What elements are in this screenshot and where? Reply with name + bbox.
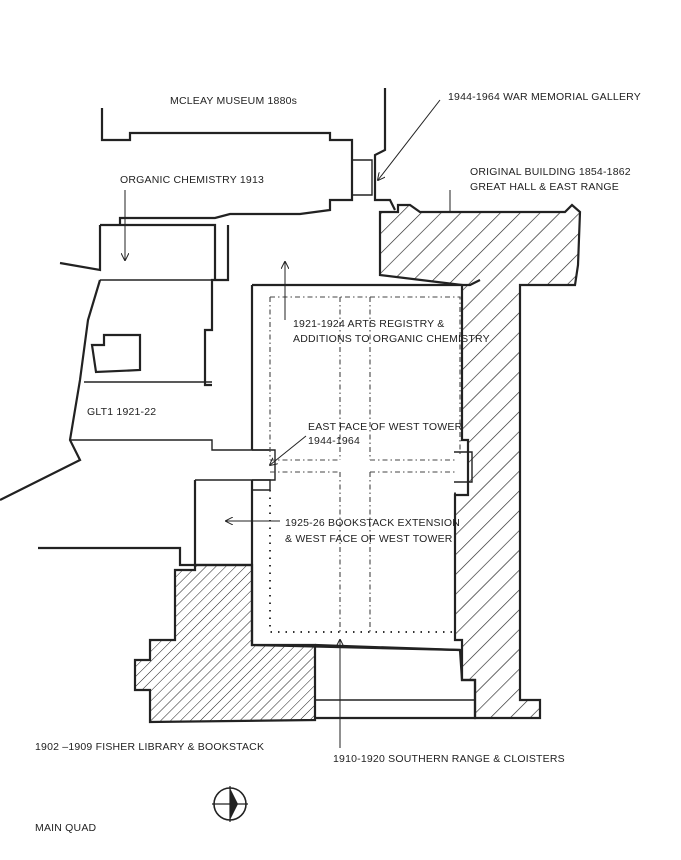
label-original-building-line2: GREAT HALL & EAST RANGE: [470, 181, 619, 193]
leader-arrows: [125, 99, 451, 748]
label-mcleay-museum: MCLEAY MUSEUM 1880s: [170, 95, 297, 107]
label-east-face-line1: EAST FACE OF WEST TOWER: [308, 421, 463, 433]
label-main-quad: MAIN QUAD: [35, 822, 97, 834]
label-southern-range: 1910-1920 SOUTHERN RANGE & CLOISTERS: [333, 753, 565, 765]
organic-chemistry-outline: [0, 223, 270, 501]
east-face-leader-arrow: [270, 435, 307, 465]
label-arts-registry-line1: 1921-1924 ARTS REGISTRY &: [293, 318, 445, 330]
label-original-building-line1: ORIGINAL BUILDING 1854-1862: [470, 166, 631, 178]
label-organic-chemistry: ORGANIC CHEMISTRY 1913: [120, 174, 264, 186]
war-memorial-leader-arrow: [378, 99, 441, 180]
quad-inner-dashed-outline: [269, 296, 461, 633]
label-war-memorial-gallery: 1944-1964 WAR MEMORIAL GALLERY: [448, 91, 641, 103]
southern-range-outline: [314, 643, 477, 720]
label-east-face-line2: 1944-1964: [308, 435, 360, 447]
label-fisher-library: 1902 –1909 FISHER LIBRARY & BOOKSTACK: [35, 741, 264, 753]
label-glt1: GLT1 1921-22: [87, 406, 156, 418]
label-arts-registry-line2: ADDITIONS TO ORGANIC CHEMISTRY: [293, 333, 490, 345]
label-bookstack-extension-line1: 1925-26 BOOKSTACK EXTENSION: [285, 517, 460, 529]
fisher-library-hatched: [133, 563, 317, 724]
mcleay-museum-outline: [100, 88, 396, 225]
original-building-hatched: [378, 203, 582, 720]
north-point-compass-icon: [212, 786, 248, 822]
label-bookstack-extension-line2: & WEST FACE OF WEST TOWER: [285, 533, 453, 545]
